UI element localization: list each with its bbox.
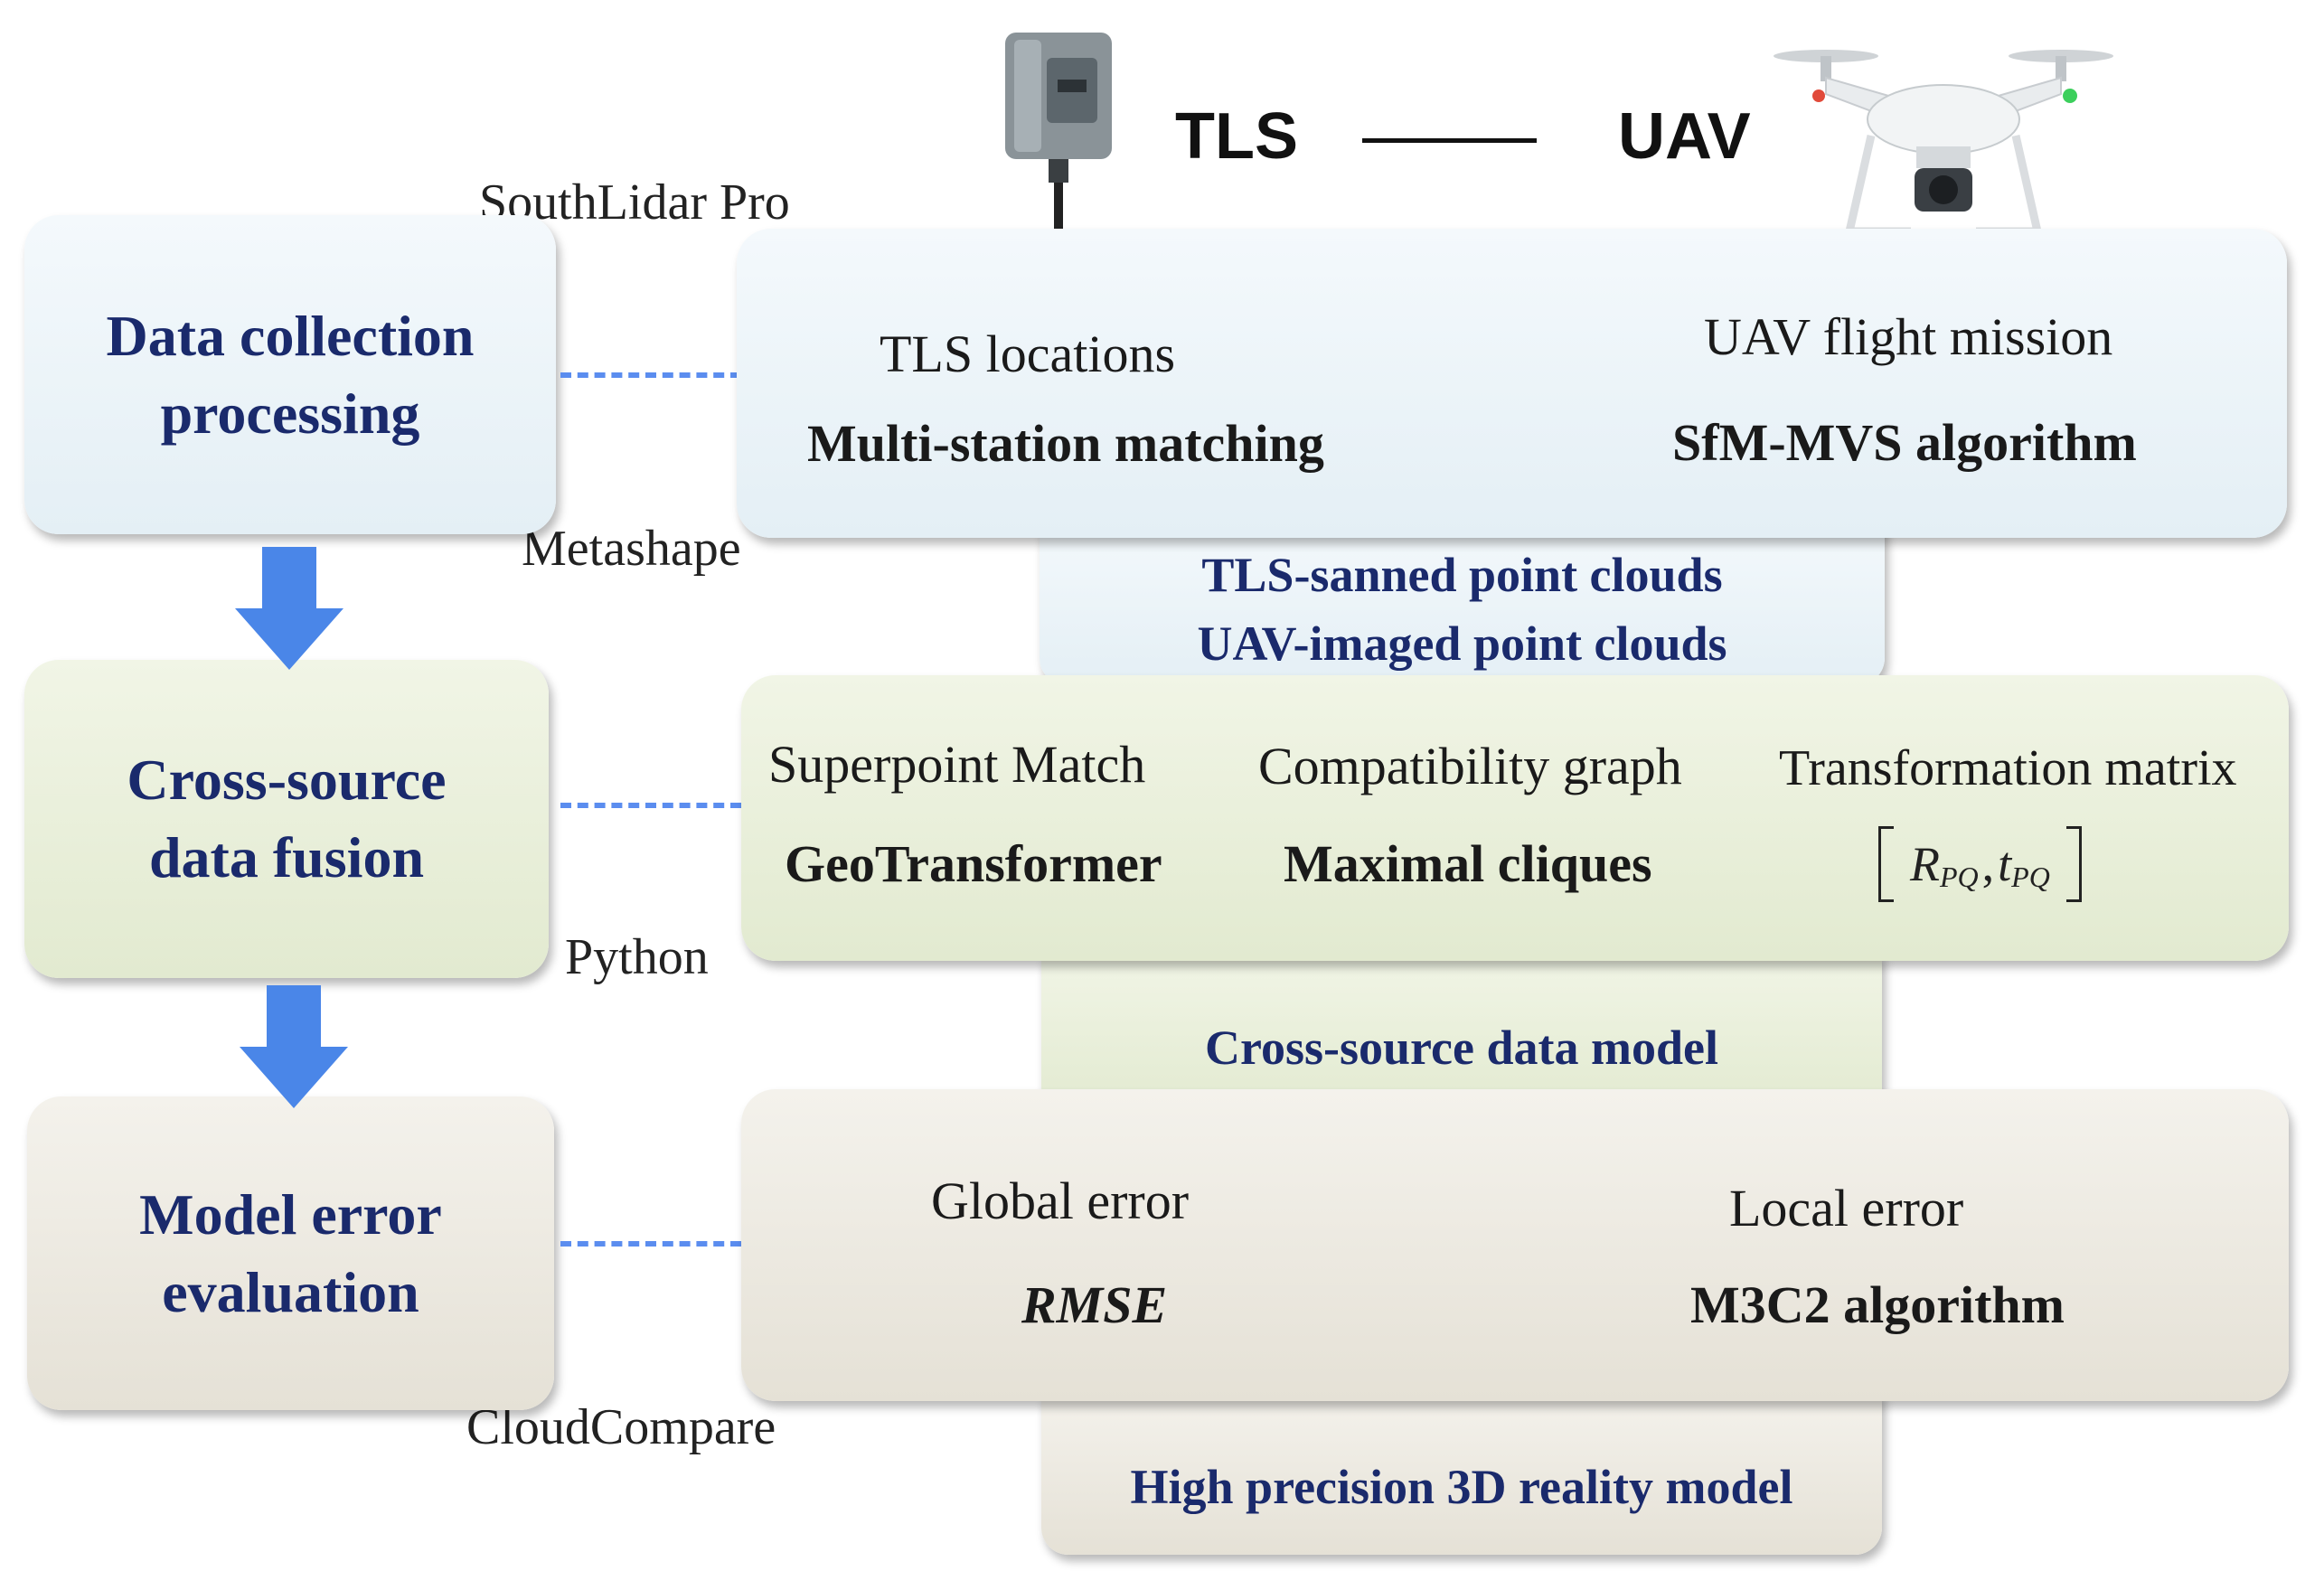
tls-uav-connector-line <box>1362 138 1537 143</box>
matrix-left-bracket <box>1878 826 1894 902</box>
panel-method-multi-station: Multi-station matching <box>807 414 1324 473</box>
stage-model-error-evaluation: Model error evaluation <box>27 1096 554 1410</box>
result-line: High precision 3D reality model <box>1130 1460 1793 1514</box>
matrix-r-subscript: PQ <box>1940 860 1979 893</box>
matrix-right-bracket <box>2065 826 2082 902</box>
panel-cross-source-fusion: Superpoint Match GeoTransformer Compatib… <box>741 675 2289 961</box>
matrix-r: R <box>1910 837 1940 891</box>
panel-title-tls-locations: TLS locations <box>880 325 1176 383</box>
down-arrow-icon <box>240 985 348 1108</box>
panel-title-uav-flight: UAV flight mission <box>1704 307 2113 366</box>
stage-title-line1: Cross-source <box>127 748 447 812</box>
dashed-connector <box>560 372 741 378</box>
panel-method-maximal-cliques: Maximal cliques <box>1284 834 1652 893</box>
panel-title-superpoint: Superpoint Match <box>768 735 1146 794</box>
dashed-connector <box>560 803 741 808</box>
panel-method-rmse: RMSE <box>1021 1275 1168 1334</box>
software-label-python: Python <box>565 929 709 985</box>
stage-title-line1: Model error <box>139 1181 442 1247</box>
result-3d-reality-model: High precision 3D reality model <box>1041 1392 1882 1555</box>
panel-method-m3c2: M3C2 algorithm <box>1690 1275 2065 1334</box>
result-line-uav: UAV-imaged point clouds <box>1197 616 1727 671</box>
panel-title-compatibility: Compatibility graph <box>1258 737 1682 795</box>
matrix-separator: , <box>1981 837 1995 891</box>
stage-data-collection: Data collection processing <box>24 215 556 534</box>
stage-title-line2: data fusion <box>148 825 425 889</box>
matrix-t: t <box>1998 837 2012 891</box>
panel-model-error: Global error RMSE Local error M3C2 algor… <box>741 1089 2289 1401</box>
stage-title-line2: processing <box>160 381 420 446</box>
stage-title-line1: Data collection <box>106 303 475 368</box>
tls-heading: TLS <box>1175 100 1298 173</box>
panel-method-sfm-mvs: SfM-MVS algorithm <box>1672 413 2137 472</box>
panel-title-global-error: Global error <box>931 1171 1190 1230</box>
uav-heading: UAV <box>1618 100 1751 173</box>
result-line: Cross-source data model <box>1205 1021 1718 1075</box>
stage-cross-source-fusion: Cross-source data fusion <box>24 660 549 978</box>
panel-data-collection: TLS locations Multi-station matching UAV… <box>737 229 2287 538</box>
result-line-tls: TLS-sanned point clouds <box>1201 548 1723 602</box>
panel-method-geotransformer: GeoTransformer <box>785 834 1162 893</box>
software-label-metashape: Metashape <box>522 521 741 577</box>
dashed-connector <box>560 1241 741 1247</box>
result-cross-source-model: Cross-source data model <box>1041 954 1882 1115</box>
stage-title-line2: evaluation <box>162 1259 419 1324</box>
matrix-t-subscript: PQ <box>2011 860 2050 893</box>
panel-title-transformation: Transformation matrix <box>1779 740 2237 796</box>
down-arrow-icon <box>235 547 343 670</box>
panel-title-local-error: Local error <box>1729 1179 1964 1237</box>
uav-drone-icon <box>1774 50 2113 236</box>
result-point-clouds: TLS-sanned point clouds UAV-imaged point… <box>1040 515 1885 685</box>
